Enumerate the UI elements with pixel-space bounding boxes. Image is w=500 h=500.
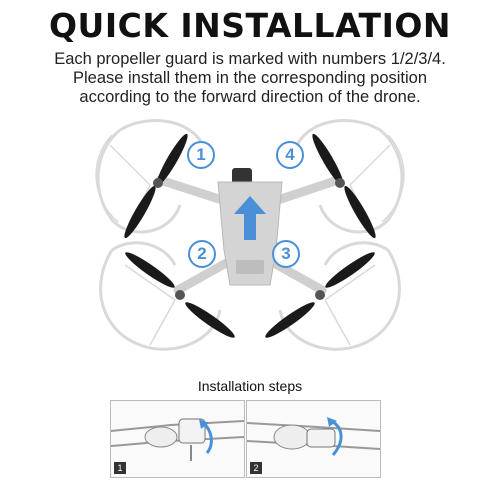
step-1-illustration [111,418,244,461]
forward-arrow-icon [234,196,266,240]
drone-arms [155,175,343,295]
propeller-rear-right [265,252,375,338]
step-2-illustration [247,417,380,456]
description-line-2: Please install them in the corresponding… [72,69,428,87]
step-1-panel: 1 [110,400,245,478]
marker-3: 3 [272,240,300,268]
propeller-front-left [124,133,188,239]
marker-1-label: 1 [196,145,206,164]
step-2-panel: 2 [246,400,381,478]
marker-2-label: 2 [197,244,207,263]
propeller-front-right [312,133,376,239]
step-2-number: 2 [250,462,262,474]
page-title: QUICK INSTALLATION [48,6,452,45]
marker-4: 4 [276,141,304,169]
propeller-guard-rear-left [99,241,222,351]
propeller-guard-rear-right [278,241,401,351]
propeller-rear-left [125,252,235,338]
propeller-guard-front-right [293,118,405,234]
description: Each propeller guard is marked with numb… [20,50,480,107]
step-1-number: 1 [114,462,126,474]
description-line-1: Each propeller guard is marked with numb… [54,50,446,68]
marker-2: 2 [188,240,216,268]
marker-4-label: 4 [285,145,295,164]
marker-3-label: 3 [281,244,291,263]
description-line-3: according to the forward direction of th… [79,88,421,106]
steps-title: Installation steps [197,378,303,394]
marker-1: 1 [187,141,215,169]
propeller-guard-front-left [95,118,207,234]
